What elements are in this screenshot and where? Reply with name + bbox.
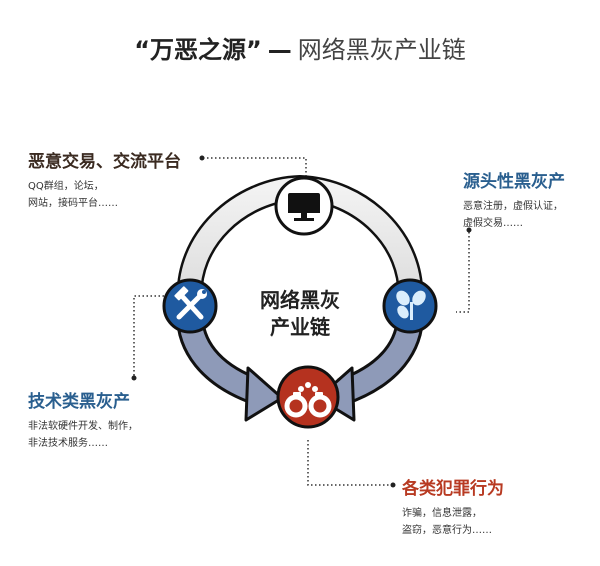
label-platform: 恶意交易、交流平台 QQ群组，论坛， 网站，接码平台…… [28, 147, 181, 212]
source-heading: 源头性黑灰产 [463, 172, 565, 192]
crime-heading: 各类犯罪行为 [402, 479, 504, 499]
platform-desc-line2: 网站，接码平台…… [28, 198, 118, 209]
crime-desc-line1: 诈骗，信息泄露， [402, 508, 482, 519]
title-quoted: “万恶之源” [134, 36, 262, 64]
label-tech: 技术类黑灰产 非法软硬件开发、制作， 非法技术服务…… [28, 387, 138, 452]
source-desc-line1: 恶意注册，虚假认证， [463, 201, 563, 212]
connector-platform [203, 157, 307, 176]
platform-heading: 恶意交易、交流平台 [28, 152, 181, 172]
tech-desc-line1: 非法软硬件开发、制作， [28, 421, 138, 432]
center-label: 网络黑灰 产业链 [245, 287, 355, 341]
platform-desc-line1: QQ群组，论坛， [28, 181, 104, 192]
crime-desc-line2: 盗窃，恶意行为…… [402, 525, 492, 536]
page-title: “万恶之源”—网络黑灰产业链 [0, 30, 600, 65]
connector-dot [390, 482, 396, 488]
label-crime: 各类犯罪行为 诈骗，信息泄露， 盗窃，恶意行为…… [402, 474, 504, 539]
title-dash: — [267, 36, 292, 64]
crime-desc: 诈骗，信息泄露， 盗窃，恶意行为…… [402, 505, 504, 539]
label-source: 源头性黑灰产 恶意注册，虚假认证， 虚假交易…… [463, 167, 565, 232]
source-desc: 恶意注册，虚假认证， 虚假交易…… [463, 198, 565, 232]
tech-heading: 技术类黑灰产 [28, 392, 130, 412]
platform-desc: QQ群组，论坛， 网站，接码平台…… [28, 178, 181, 212]
connector-dot [466, 227, 472, 233]
connector-dot [131, 375, 137, 381]
sprout-icon [396, 290, 426, 320]
tech-desc-line2: 非法技术服务…… [28, 438, 108, 449]
node-platform [274, 176, 334, 236]
center-label-line2: 产业链 [270, 315, 330, 339]
node-tech [162, 278, 218, 334]
title-subtitle: 网络黑灰产业链 [297, 36, 466, 64]
tools-icon [176, 292, 204, 320]
connector-dot [199, 155, 205, 161]
node-crime [276, 365, 340, 429]
tech-desc: 非法软硬件开发、制作， 非法技术服务…… [28, 418, 138, 452]
node-source [382, 278, 438, 334]
connector-source [456, 232, 470, 313]
connector-crime [307, 440, 391, 486]
source-desc-line2: 虚假交易…… [463, 218, 523, 229]
monitor-icon [288, 193, 320, 221]
center-label-line1: 网络黑灰 [260, 288, 340, 312]
